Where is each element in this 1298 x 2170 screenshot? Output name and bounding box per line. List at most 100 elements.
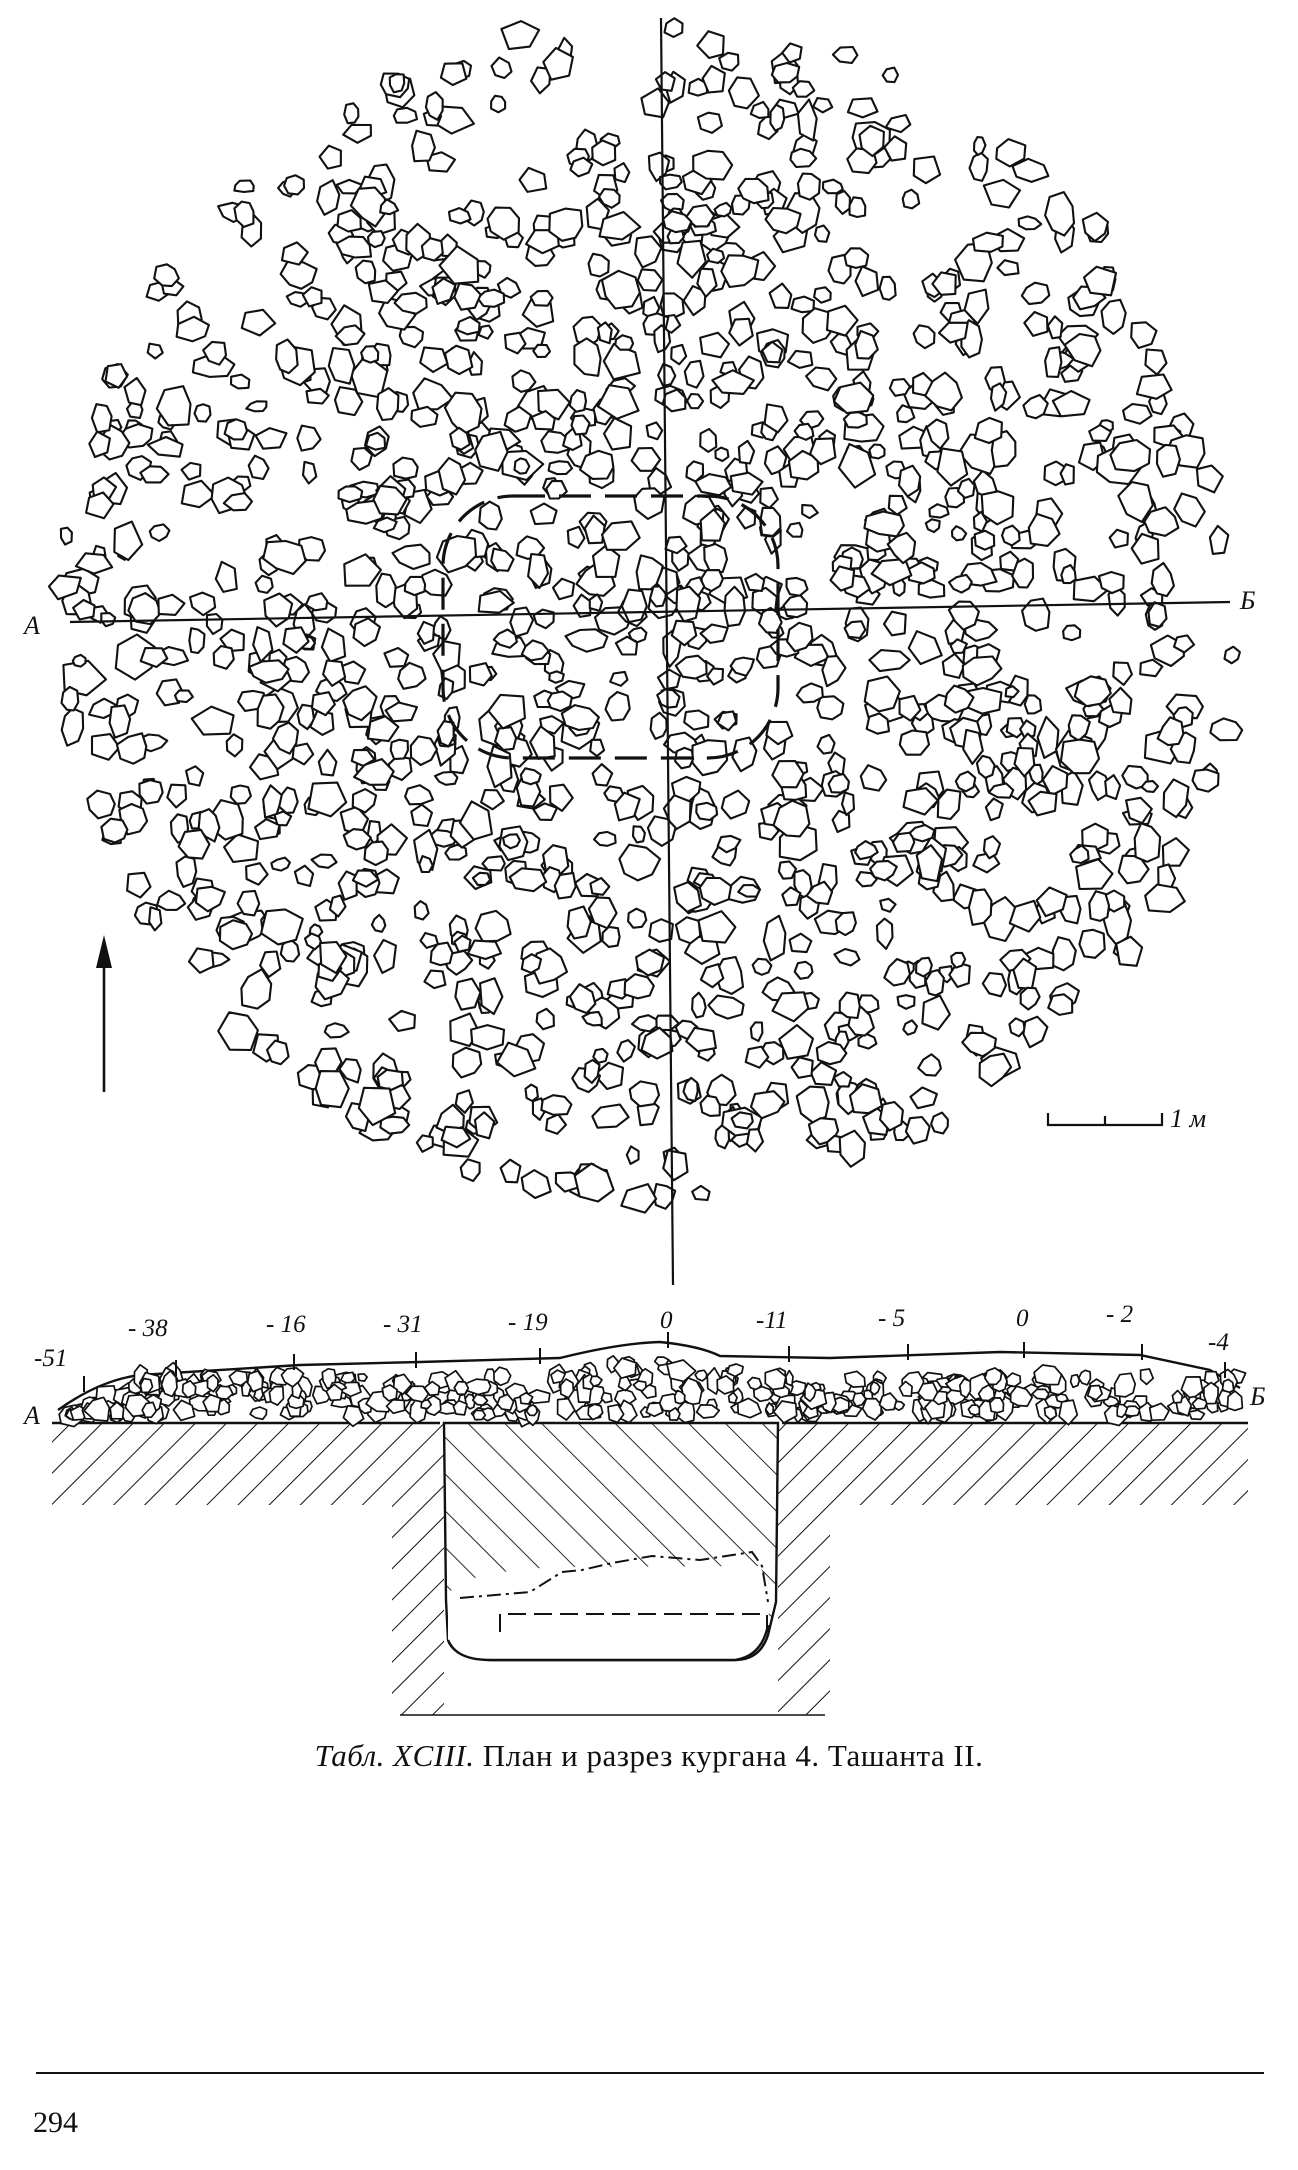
stone [884, 113, 912, 134]
stone [881, 66, 900, 84]
stone [764, 1368, 787, 1391]
stone [500, 20, 541, 51]
burial-pit-outline [441, 494, 780, 760]
stone [265, 1039, 290, 1066]
stone [59, 526, 73, 546]
stone [768, 282, 793, 309]
stone [683, 359, 705, 389]
stone [391, 543, 431, 571]
stone [437, 456, 467, 496]
stone [699, 963, 725, 989]
stone [989, 382, 1008, 412]
stone [1191, 768, 1220, 793]
stone [1140, 780, 1160, 793]
stone [354, 259, 377, 285]
stone [223, 418, 249, 441]
stone [973, 416, 1003, 445]
stone [185, 765, 205, 787]
stone [248, 659, 290, 684]
stone [458, 800, 493, 841]
stone [737, 439, 756, 465]
stone [699, 1094, 721, 1117]
stone [175, 315, 210, 343]
stone [598, 210, 642, 241]
stone [1162, 778, 1190, 819]
stone [995, 138, 1027, 168]
stone [447, 207, 472, 225]
stone [1036, 715, 1060, 759]
stone [465, 1378, 492, 1396]
stone [703, 542, 729, 574]
stone [869, 1381, 881, 1396]
stone [917, 1053, 942, 1077]
stone [223, 833, 260, 864]
stone [229, 784, 252, 805]
stone [868, 443, 886, 460]
stone [785, 576, 809, 597]
stone [1112, 661, 1133, 686]
stone [1051, 936, 1077, 972]
stone [883, 135, 908, 162]
stone [423, 1380, 441, 1397]
stone [193, 403, 212, 423]
stone [172, 1399, 196, 1422]
stone [280, 1366, 305, 1388]
stone [930, 1111, 949, 1135]
stone [947, 600, 980, 631]
stone [713, 201, 733, 218]
stone [887, 494, 908, 516]
stone [546, 690, 573, 713]
stone [529, 289, 554, 307]
stone [370, 913, 387, 933]
stone [829, 565, 856, 592]
stone [532, 802, 559, 821]
stone [309, 710, 335, 736]
stone [917, 578, 946, 599]
stone [1017, 215, 1043, 231]
stone [948, 961, 971, 989]
stone [373, 938, 397, 974]
stone [931, 271, 957, 296]
stone [530, 66, 552, 95]
stone [212, 644, 235, 670]
stone [419, 346, 449, 374]
stone [746, 1376, 763, 1392]
stone [1133, 822, 1162, 863]
stone [254, 574, 274, 594]
stone [173, 689, 194, 704]
stone [699, 508, 726, 542]
stone [714, 955, 745, 995]
stone [765, 720, 794, 746]
stone [352, 617, 381, 648]
stone [328, 894, 347, 918]
stone [342, 123, 372, 144]
stone [973, 529, 996, 551]
stone [397, 661, 427, 690]
stone [898, 729, 931, 756]
stone [591, 139, 617, 167]
stone [123, 376, 147, 407]
stone [838, 1129, 866, 1168]
stone [74, 552, 114, 575]
stone [1147, 601, 1168, 628]
stone [160, 1369, 178, 1398]
stone [659, 192, 685, 213]
stone [795, 682, 824, 704]
stone [333, 386, 364, 417]
stone [327, 346, 356, 385]
stone [596, 384, 640, 420]
stone [339, 805, 370, 837]
stone [472, 1409, 487, 1421]
stone [547, 460, 574, 476]
stone [833, 947, 861, 967]
stone [474, 430, 509, 472]
stone [531, 947, 569, 985]
stone [1139, 658, 1164, 678]
stone [525, 1403, 538, 1417]
stone [977, 1384, 996, 1402]
stone [138, 779, 164, 805]
stone [1116, 1403, 1129, 1419]
stone [737, 883, 761, 898]
stone [602, 416, 633, 451]
stone [832, 1070, 853, 1088]
